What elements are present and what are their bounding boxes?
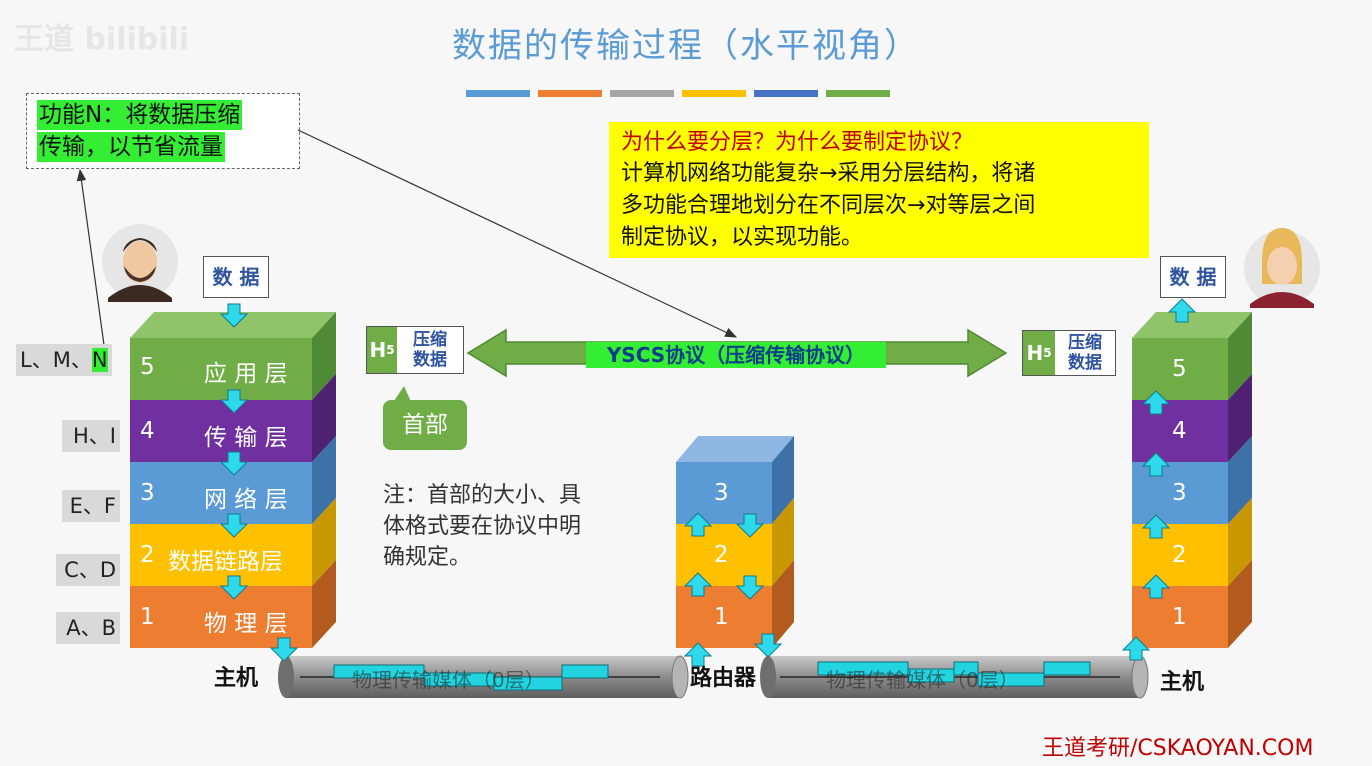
left-host-stack (130, 312, 336, 648)
label-h-i: H、I (62, 420, 120, 452)
label-a-b: A、B (56, 612, 120, 644)
right-media-pipe (760, 655, 1149, 699)
header-text-2: 数据 (1068, 353, 1102, 373)
right-layer-1: 1 (1172, 604, 1187, 630)
callout-pointer-line (76, 168, 105, 346)
left-host-label: 主机 (214, 666, 259, 691)
header-h: H (1026, 341, 1044, 365)
router-layer-2: 2 (714, 542, 729, 568)
compressed-data-label: 压缩 数据 (397, 327, 463, 373)
datalink-layer-label: 数据链路层 (168, 549, 283, 575)
callout-line-2: 传输，以节省流量 (37, 132, 225, 162)
yscs-protocol-label: YSCS协议（压缩传输协议） (586, 342, 886, 368)
header-text-1: 压缩 (413, 330, 447, 350)
male-avatar (102, 224, 178, 302)
router-layer-1: 1 (714, 604, 729, 630)
physical-layer-label: 物 理 层 (204, 611, 288, 637)
brand-footer: 王道考研/CSKAOYAN.COM (1042, 736, 1314, 761)
right-layer-5: 5 (1172, 356, 1187, 382)
header-note: 注：首部的大小、具 体格式要在协议中明 确规定。 (383, 480, 645, 573)
title-color-bars (466, 90, 890, 97)
application-layer-label: 应 用 层 (204, 361, 288, 387)
header-bubble: 首部 (383, 400, 467, 450)
layer-1-number: 1 (140, 604, 155, 630)
header-sub: 5 (1043, 346, 1052, 360)
layer-5-number: 5 (140, 354, 155, 380)
color-bar (754, 90, 818, 97)
right-host-label: 主机 (1160, 670, 1205, 695)
why-layers-box: 为什么要分层？为什么要制定协议？ 计算机网络功能复杂→采用分层结构，将诸 多功能… (609, 122, 1149, 258)
right-layer-4: 4 (1172, 418, 1187, 444)
label-n-highlight: N (91, 348, 108, 372)
layer-2-number: 2 (140, 542, 155, 568)
label-l-m-n: L、M、N (16, 344, 112, 376)
note-line-1: 注：首部的大小、具 (383, 483, 582, 508)
color-bar (682, 90, 746, 97)
color-bar (826, 90, 890, 97)
network-layer-label: 网 络 层 (204, 487, 288, 513)
router-arrows (683, 512, 783, 667)
right-up-arrows (1121, 298, 1197, 661)
protocol-pointer-line (297, 129, 738, 338)
right-layer-3: 3 (1172, 480, 1187, 506)
answer-line-2: 多功能合理地划分在不同层次→对等层之间 (621, 193, 1036, 218)
layer-3-number: 3 (140, 480, 155, 506)
router-label: 路由器 (690, 666, 757, 691)
left-data-box: 数 据 (203, 256, 269, 298)
transport-layer-label: 传 输 层 (204, 425, 288, 451)
answer-line-3: 制定协议，以实现功能。 (621, 225, 864, 250)
left-down-arrows (219, 303, 299, 662)
header-text-2: 数据 (413, 350, 447, 370)
question-text: 为什么要分层？为什么要制定协议？ (621, 130, 974, 155)
right-host-stack (1132, 312, 1252, 648)
header-sub: 5 (386, 343, 395, 357)
note-line-2: 体格式要在协议中明 (383, 514, 582, 539)
layer-4-number: 4 (140, 418, 155, 444)
note-line-3: 确规定。 (383, 545, 472, 570)
right-media-label: 物理传输媒体（0层） (826, 668, 1019, 692)
compressed-data-label: 压缩 数据 (1055, 331, 1115, 375)
color-bar (538, 90, 602, 97)
color-bar (466, 90, 530, 97)
page-title: 数据的传输过程（水平视角） (452, 26, 920, 66)
function-n-callout: 功能N：将数据压缩 传输，以节省流量 (26, 93, 300, 169)
label-e-f: E、F (62, 490, 120, 522)
color-bar (610, 90, 674, 97)
header-text-1: 压缩 (1068, 333, 1102, 353)
left-media-pipe (278, 655, 689, 699)
right-data-box: 数 据 (1160, 256, 1226, 298)
callout-line-1: 功能N：将数据压缩 (37, 100, 243, 130)
router-stack (676, 436, 794, 648)
left-media-label: 物理传输媒体（0层） (352, 668, 545, 692)
watermark: 王道 bilibili (14, 22, 190, 57)
female-avatar (1244, 228, 1320, 308)
right-layer-2: 2 (1172, 542, 1187, 568)
bubble-tail (392, 386, 412, 404)
label-l-m-prefix: L、M、 (20, 348, 92, 372)
router-layer-3: 3 (714, 480, 729, 506)
header-h: H (369, 338, 387, 362)
answer-line-1: 计算机网络功能复杂→采用分层结构，将诸 (621, 161, 1036, 186)
label-c-d: C、D (56, 554, 120, 586)
